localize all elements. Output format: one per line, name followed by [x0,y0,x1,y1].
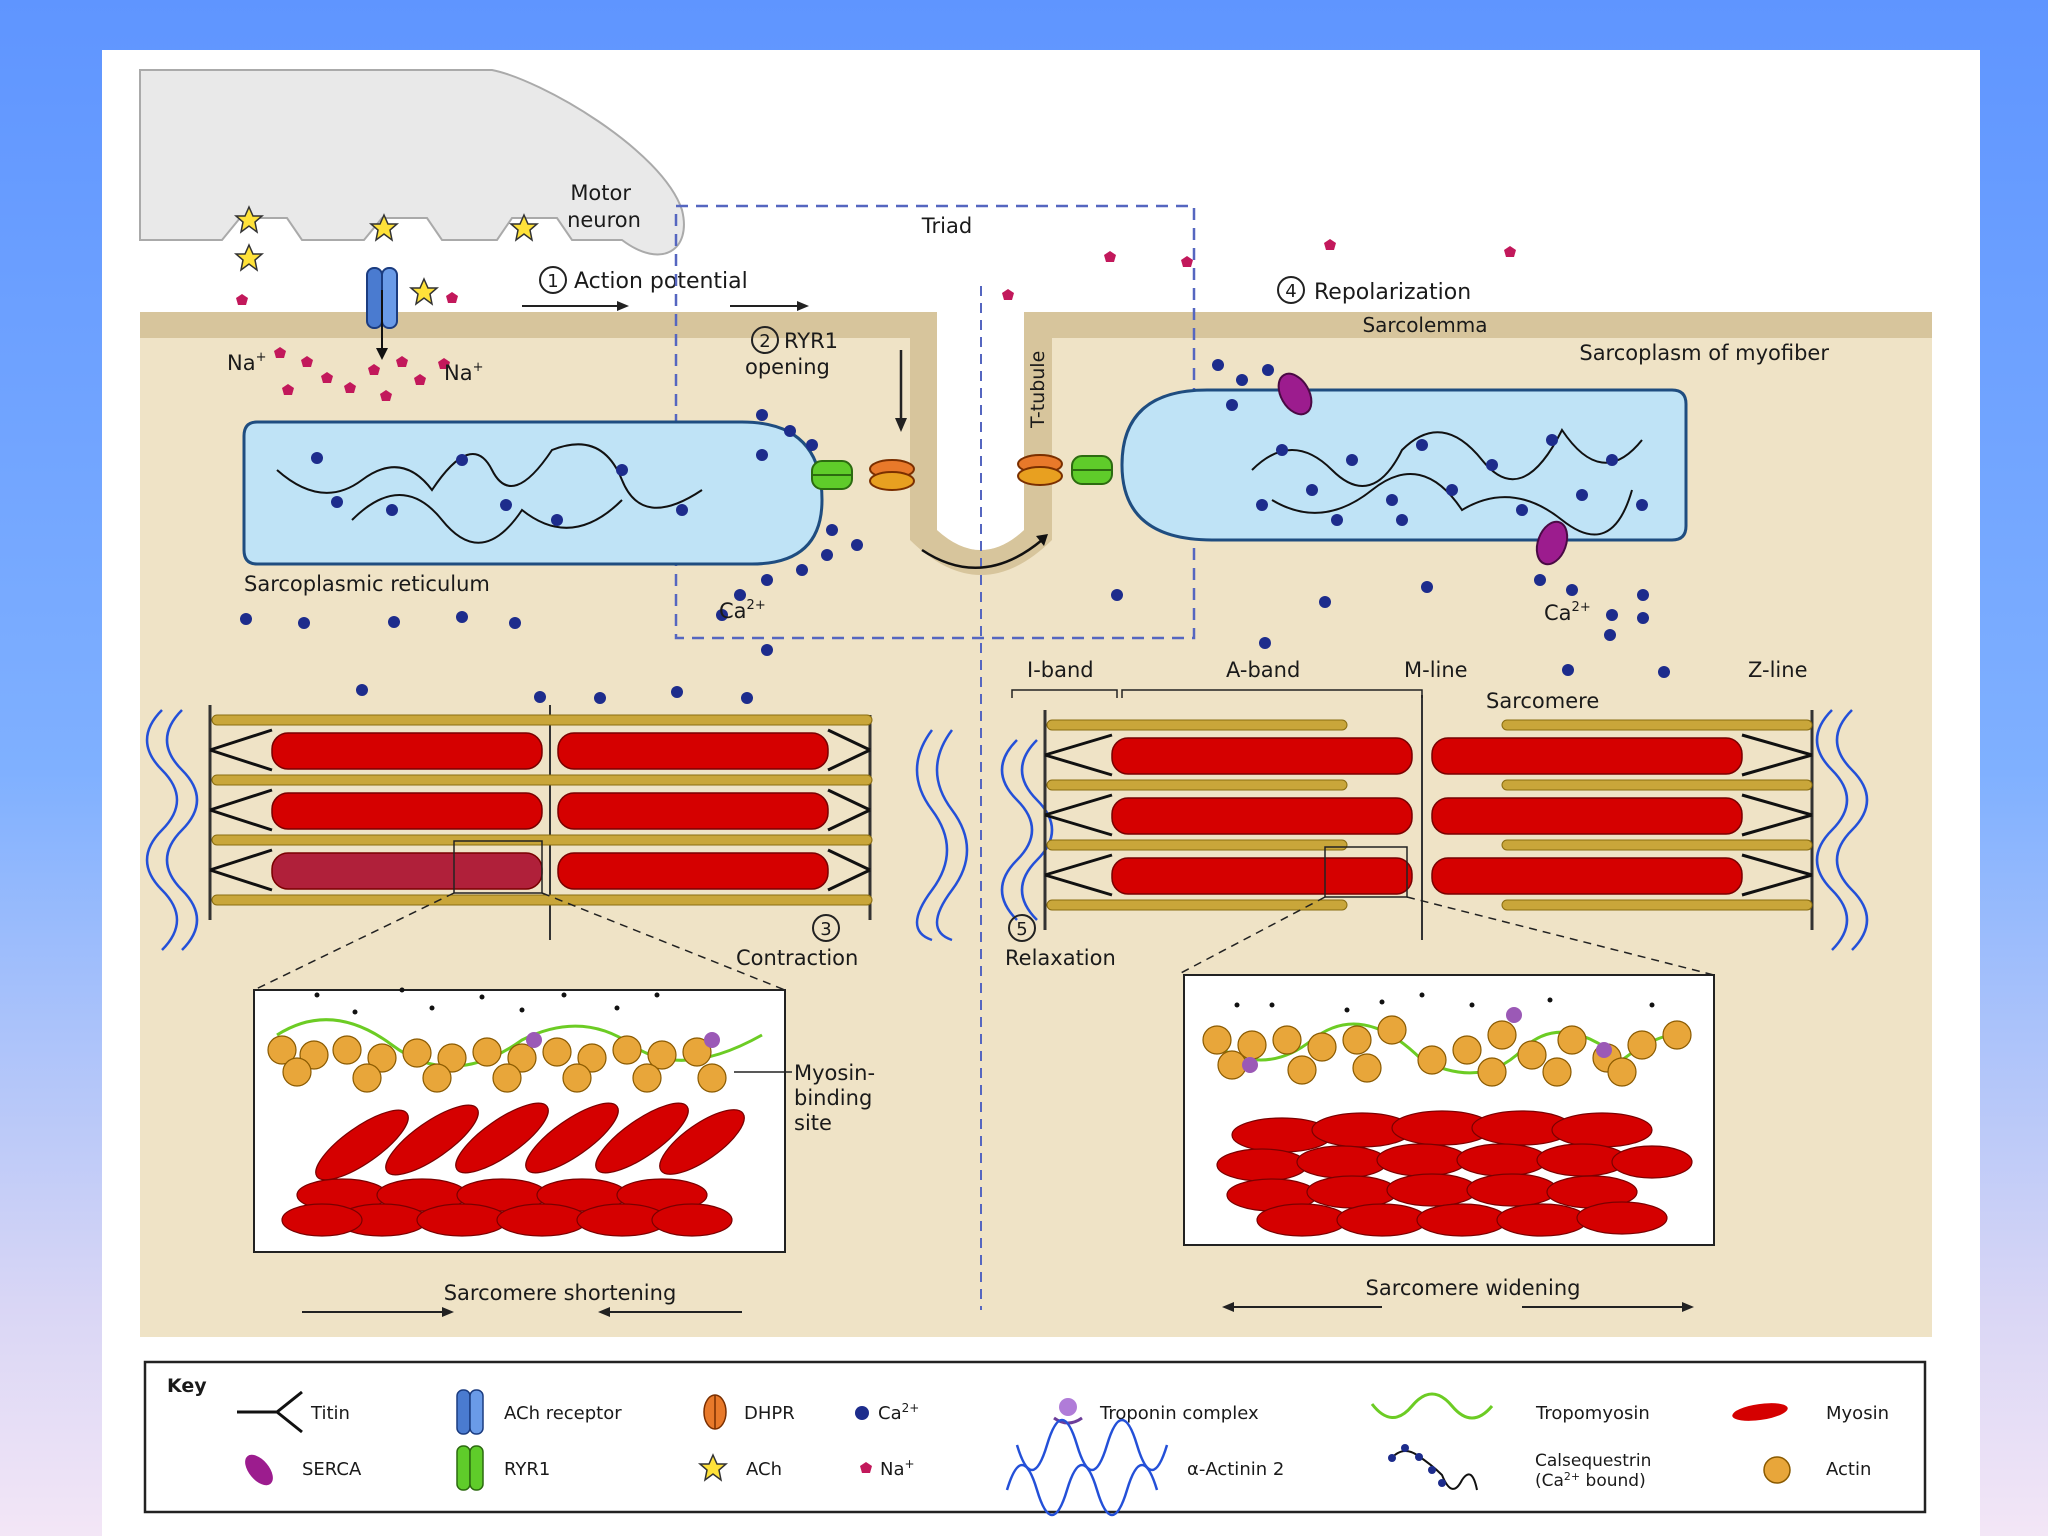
svg-text:1: 1 [547,271,558,292]
serca-pump-top [1277,372,1313,416]
dhpr-channel-right [1017,454,1063,486]
z-line-label: Z-line [1748,658,1808,682]
step4-repolarization: 4 Repolarization [1277,276,1471,305]
muscle-contraction-diagram: Motor neuron T-tubule Na+ Na+ 1 Action p… [139,69,1932,1516]
ach-receptor [366,267,398,360]
svg-text:DHPR: DHPR [744,1403,795,1424]
sodium-label-right: Na+ [444,360,483,385]
svg-text:3: 3 [820,919,831,940]
calcium-label-right: Ca2+ [1544,600,1591,625]
sarcomere-shortening-label: Sarcomere shortening [444,1281,677,1305]
svg-text:Tropomyosin: Tropomyosin [1535,1403,1650,1424]
ryr1-channel-right [1071,455,1113,485]
titin-icon [237,1390,303,1434]
svg-text:Relaxation: Relaxation [1005,946,1116,970]
sarcoplasm-label: Sarcoplasm of myofiber [1579,341,1829,365]
actin-icon [1763,1456,1791,1484]
step1-action-potential: 1 Action potential [522,266,809,311]
shortening-arrows [302,1307,742,1317]
calcium-label-mid: Ca2+ [719,598,766,623]
svg-text:2: 2 [759,331,770,352]
svg-text:RYR1: RYR1 [504,1459,550,1480]
ryr1-icon [456,1445,484,1491]
motor-neuron-terminal [139,69,685,256]
ryr1-channel-left [811,460,853,490]
svg-text:Ca2+: Ca2+ [878,1401,919,1424]
tropomyosin-icon [1370,1392,1494,1420]
ach-receptor-icon [456,1389,484,1435]
sarcomere-contracted [145,705,969,951]
svg-text:ACh receptor: ACh receptor [504,1403,622,1424]
svg-text:Contraction: Contraction [736,946,858,970]
svg-text:4: 4 [1285,281,1296,302]
svg-text:Titin: Titin [310,1403,350,1424]
myosin-binding-site-label: Myosin- binding site [794,1061,882,1135]
triad-label: Triad [921,214,972,238]
myosin-icon [1732,1403,1788,1421]
svg-text:α-Actinin 2: α-Actinin 2 [1187,1459,1284,1480]
dhpr-channel-left [869,459,915,491]
step3-contraction: 3 Contraction [736,914,858,970]
calcium-ions-left-sr [311,452,688,526]
zoom-contraction-panel [253,987,786,1253]
calsequestrin-icon [1388,1444,1478,1491]
i-band-label: I-band [1027,658,1094,682]
actinin-icon [1005,1419,1169,1516]
svg-text:5: 5 [1016,919,1027,940]
slide: Motor neuron T-tubule Na+ Na+ 1 Action p… [102,50,1980,1536]
sarcolemma-left [140,312,935,338]
m-line-label: M-line [1404,658,1468,682]
motor-neuron-label: Motor neuron [567,181,641,232]
step5-relaxation: 5 Relaxation [1005,914,1116,970]
calsequestrin-bound-calcium [1256,434,1648,526]
calcium-ions-cytosol [240,359,1670,704]
calcium-icon [855,1406,869,1420]
key-title: Key [167,1375,207,1397]
sarcoplasmic-reticulum-label: Sarcoplasmic reticulum [244,572,490,596]
sarcolemma-label: Sarcolemma [1362,313,1487,337]
serca-pump-bottom [1535,520,1569,566]
sarcoplasmic-reticulum-left [242,420,824,566]
a-band-label: A-band [1226,658,1300,682]
svg-text:Action potential: Action potential [574,269,748,294]
t-tubule-label: T-tubule [1027,351,1049,429]
svg-text:Troponin complex: Troponin complex [1099,1403,1259,1424]
sodium-label-left: Na+ [227,350,266,375]
sarcomere-label: Sarcomere [1486,689,1599,713]
key-legend: Key Titin ACh receptor DHPR Ca2+ Troponi… [143,1360,1927,1516]
sarcomere-relaxed [1000,689,1869,951]
zoom-relaxation-panel [1183,974,1715,1246]
sarcolemma-right [1027,312,1932,338]
t-tubule [910,312,1052,575]
svg-text:Calsequestrin(Ca2+ bound): Calsequestrin(Ca2+ bound) [1535,1451,1651,1491]
svg-text:Actin: Actin [1826,1459,1871,1480]
dhpr-icon [703,1394,727,1430]
svg-text:Na+: Na+ [880,1457,915,1480]
svg-text:Repolarization: Repolarization [1314,280,1471,305]
widening-arrows [1222,1302,1694,1312]
svg-text:Myosin: Myosin [1826,1403,1889,1424]
serca-icon [245,1454,273,1486]
sarcomere-widening-label: Sarcomere widening [1366,1276,1581,1300]
svg-text:ACh: ACh [746,1459,782,1480]
svg-text:SERCA: SERCA [302,1459,362,1480]
